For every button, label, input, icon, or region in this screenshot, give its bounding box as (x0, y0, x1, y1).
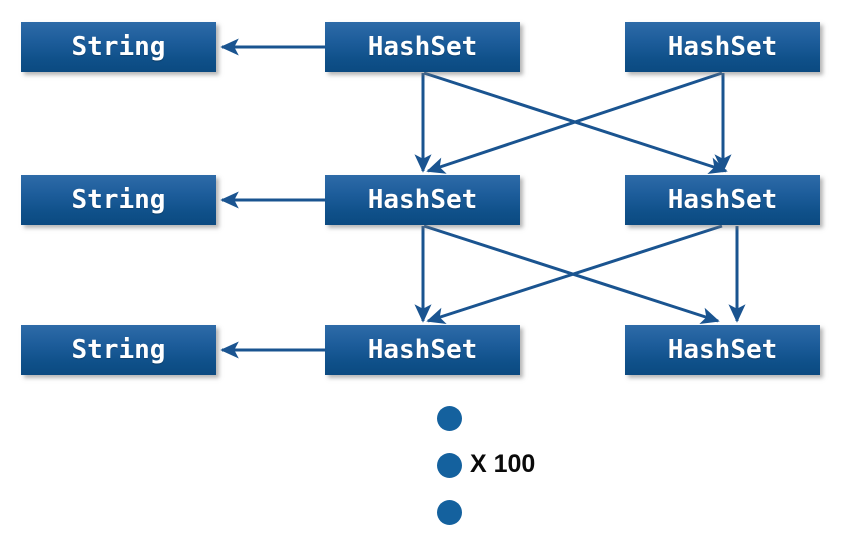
node-label: String (71, 185, 166, 215)
node-hashset-2-right[interactable]: HashSet (625, 325, 820, 375)
node-label: HashSet (667, 185, 778, 215)
node-string-0[interactable]: String (21, 22, 216, 72)
node-hashset-2-mid[interactable]: HashSet (325, 325, 520, 375)
ellipsis-dot-3 (437, 500, 462, 525)
node-label: HashSet (367, 335, 478, 365)
node-label: HashSet (667, 335, 778, 365)
multiplier-label: X 100 (470, 450, 536, 478)
ellipsis-dot-2 (437, 453, 462, 478)
edge-hashset0mid-to-hashset1right (423, 71, 728, 174)
ellipsis-dot-1 (437, 406, 462, 431)
node-hashset-0-right[interactable]: HashSet (625, 22, 820, 72)
node-string-2[interactable]: String (21, 325, 216, 375)
node-label: HashSet (367, 185, 478, 215)
node-label: HashSet (367, 32, 478, 62)
edge-hashset0right-to-hashset1mid (426, 71, 723, 174)
node-hashset-1-right[interactable]: HashSet (625, 175, 820, 225)
node-hashset-1-mid[interactable]: HashSet (325, 175, 520, 225)
node-hashset-0-mid[interactable]: HashSet (325, 22, 520, 72)
node-label: String (71, 32, 166, 62)
node-string-1[interactable]: String (21, 175, 216, 225)
node-label: String (71, 335, 166, 365)
edge-hashset1mid-to-hashset2right (423, 224, 720, 324)
node-label: HashSet (667, 32, 778, 62)
edge-hashset1right-to-hashset2mid (426, 224, 723, 324)
